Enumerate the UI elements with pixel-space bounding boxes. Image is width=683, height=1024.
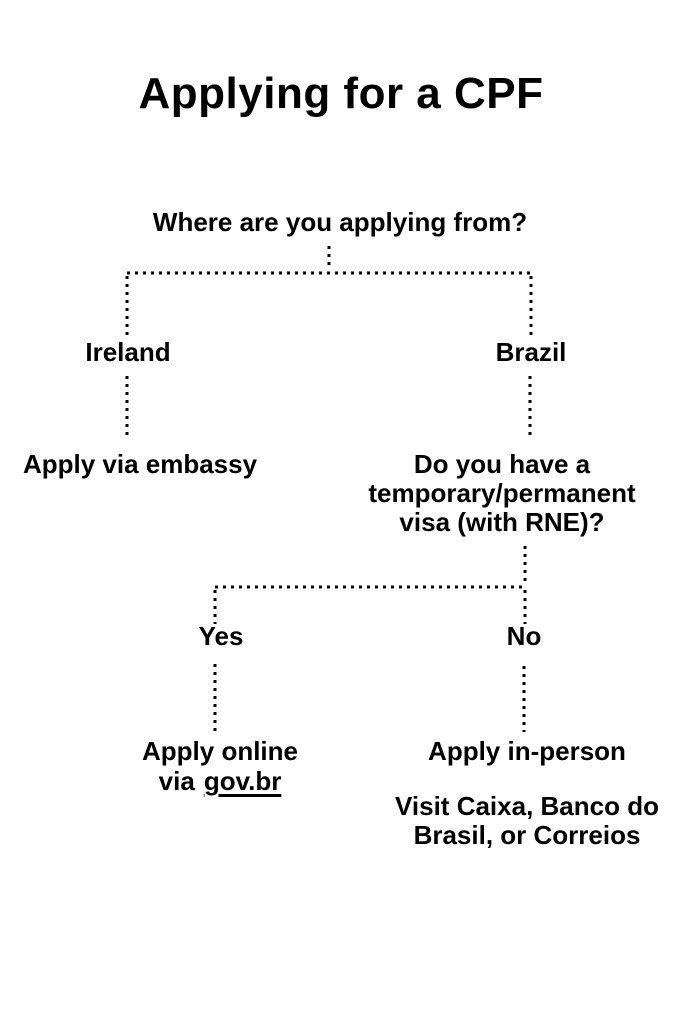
outcome-apply-online: Apply online via gov.br xyxy=(142,736,298,796)
question-visa-rne-line2: temporary/permanent xyxy=(368,478,636,508)
page-title: Applying for a CPF xyxy=(138,69,544,118)
outcome-visit-locations: Visit Caixa, Banco do Brasil, or Correio… xyxy=(395,792,659,850)
outcome-apply-online-line2: via gov.br xyxy=(142,766,298,796)
question-visa-rne-line1: Do you have a xyxy=(413,449,591,479)
question-where-applying-from: Where are you applying from? xyxy=(152,207,528,237)
outcome-apply-in-person: Apply in-person xyxy=(428,736,626,766)
outcome-apply-via-embassy: Apply via embassy xyxy=(22,449,258,479)
outcome-visit-locations-line1: Visit Caixa, Banco do xyxy=(395,791,659,821)
question-visa-rne-line3: visa (with RNE)? xyxy=(399,507,605,537)
outcome-visit-locations-line2: Brasil, or Correios xyxy=(413,820,641,850)
question-visa-rne: Do you have a temporary/permanent visa (… xyxy=(368,450,635,537)
branch-label-yes: Yes xyxy=(198,621,244,651)
outcome-apply-online-line1: Apply online xyxy=(142,736,298,766)
branch-label-brazil: Brazil xyxy=(495,337,567,367)
branch-label-ireland: Ireland xyxy=(85,337,171,367)
gov-br-link[interactable]: gov.br xyxy=(203,766,282,796)
outcome-apply-online-via: via xyxy=(158,766,195,796)
branch-label-no: No xyxy=(506,621,542,651)
